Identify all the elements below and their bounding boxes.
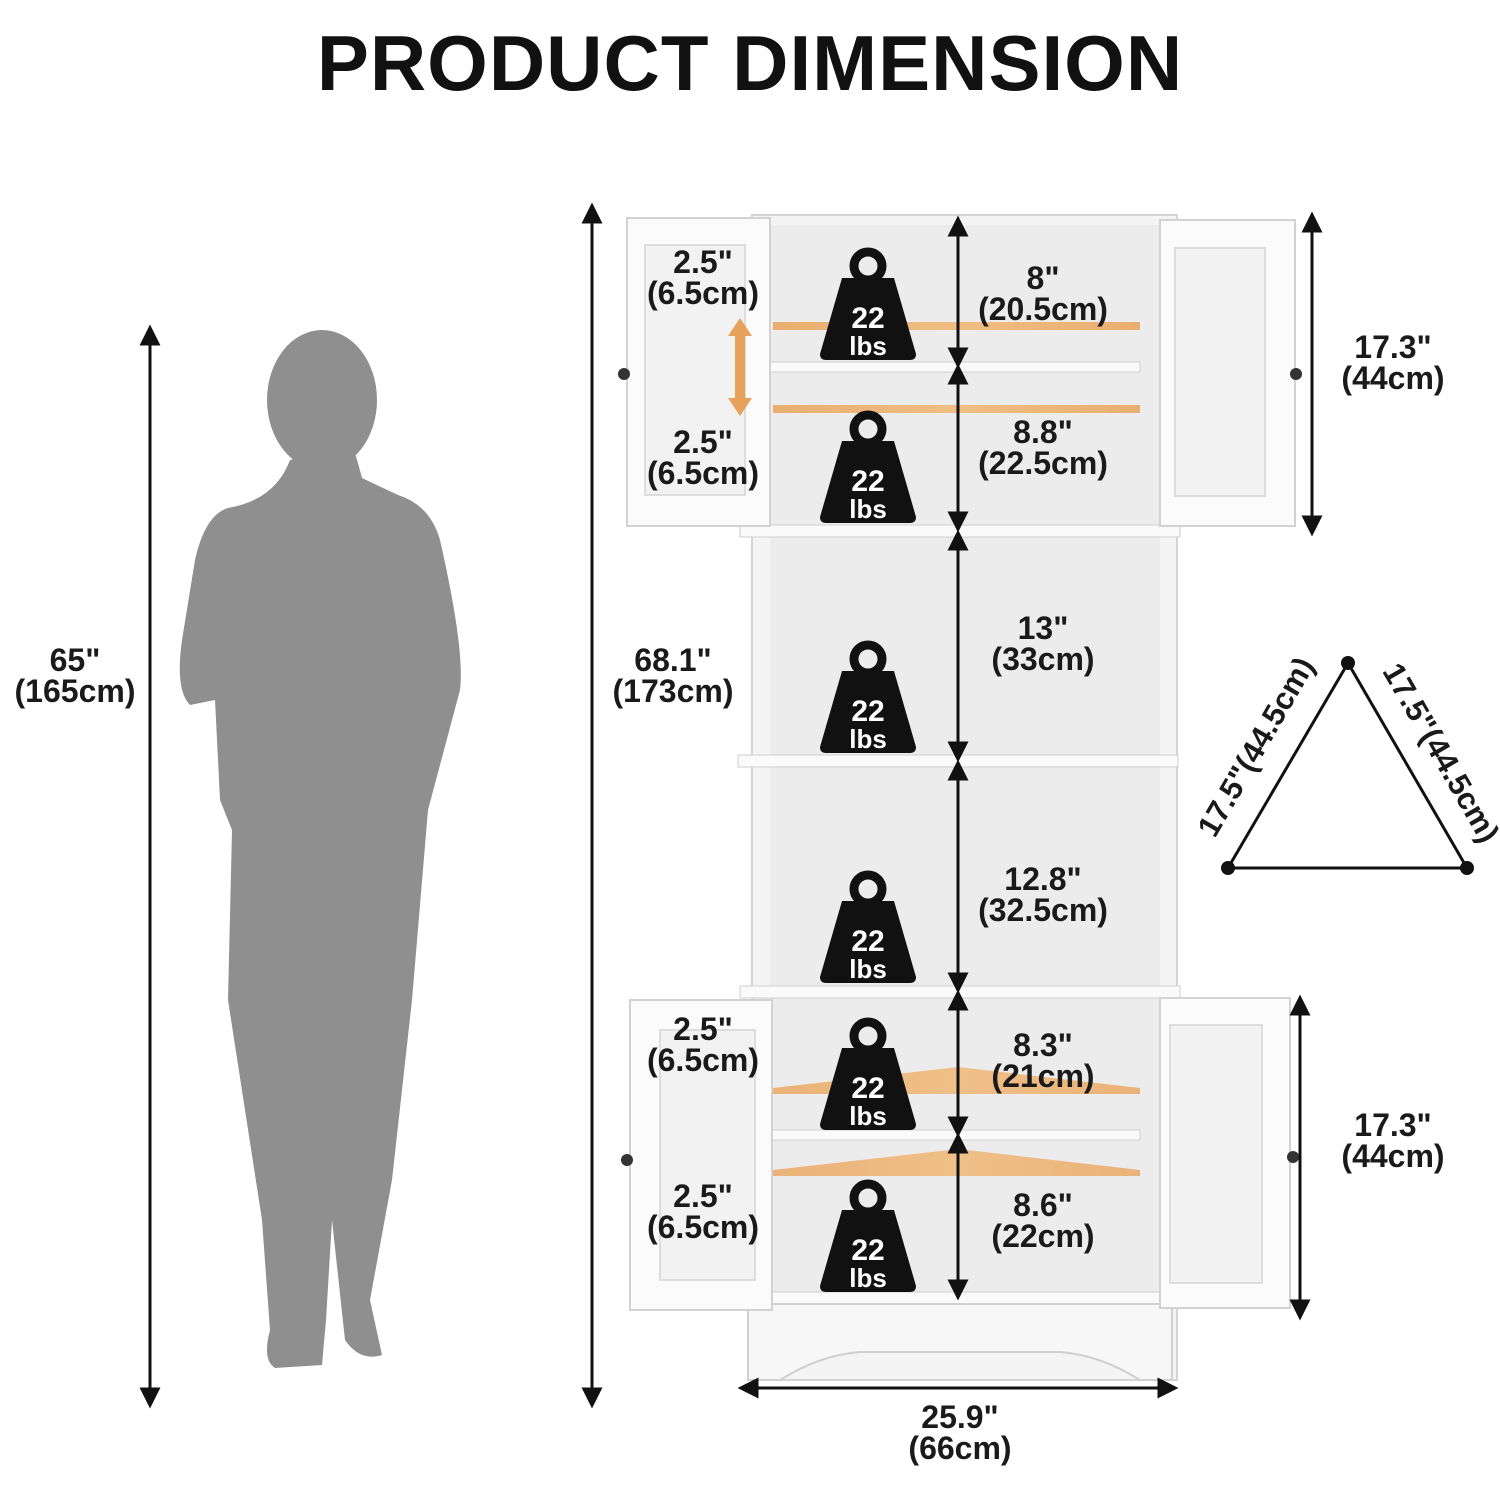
svg-text:22: 22 bbox=[851, 1072, 884, 1105]
weight-icon: 22 lbs bbox=[820, 252, 916, 361]
weight-icon: 22 lbs bbox=[820, 645, 916, 754]
person-height-label: 65"(165cm) bbox=[14, 642, 136, 709]
shelf-adjust-label: 2.5"(6.5cm) bbox=[646, 244, 760, 311]
lower-cabinet-height-label: 17.3"(44cm) bbox=[1341, 1107, 1445, 1174]
svg-text:22: 22 bbox=[851, 465, 884, 498]
svg-text:lbs: lbs bbox=[849, 1263, 887, 1293]
compartment-height-label: 8"(20.5cm) bbox=[978, 260, 1108, 327]
shelf-adjust-label: 2.5"(6.5cm) bbox=[646, 1011, 760, 1078]
upper-cabinet-height-label: 17.3"(44cm) bbox=[1341, 329, 1445, 396]
weight-icon: 22 lbs bbox=[820, 875, 916, 984]
svg-text:22: 22 bbox=[851, 1234, 884, 1267]
compartment-height-label: 8.3"(21cm) bbox=[991, 1027, 1095, 1094]
svg-text:22: 22 bbox=[851, 695, 884, 728]
width-label: 25.9"(66cm) bbox=[908, 1399, 1012, 1466]
cabinet-height-label: 68.1"(173cm) bbox=[612, 642, 734, 709]
shelf-adjust-label: 2.5"(6.5cm) bbox=[646, 424, 760, 491]
weight-icons: 22 lbs 22 lbs 22 lbs 22 lbs 22 lbs 22 lb… bbox=[820, 252, 916, 1293]
weight-icon: 22 lbs bbox=[820, 415, 916, 524]
compartment-height-label: 8.8"(22.5cm) bbox=[978, 414, 1108, 481]
page-title: PRODUCT DIMENSION bbox=[316, 19, 1184, 107]
svg-text:22: 22 bbox=[851, 925, 884, 958]
shelf-adjust-label: 2.5"(6.5cm) bbox=[646, 1178, 760, 1245]
weight-icon: 22 lbs bbox=[820, 1022, 916, 1131]
svg-text:lbs: lbs bbox=[849, 724, 887, 754]
svg-text:lbs: lbs bbox=[849, 954, 887, 984]
corner-footprint-triangle: 17.5"(44.5cm) 17.5"(44.5cm) bbox=[1191, 651, 1500, 875]
svg-text:lbs: lbs bbox=[849, 331, 887, 361]
svg-text:lbs: lbs bbox=[849, 1101, 887, 1131]
compartment-height-label: 13"(33cm) bbox=[991, 610, 1095, 677]
svg-text:22: 22 bbox=[851, 302, 884, 335]
person-silhouette bbox=[179, 330, 461, 1368]
weight-icon: 22 lbs bbox=[820, 1184, 916, 1293]
triangle-side-left: 17.5"(44.5cm) bbox=[1191, 651, 1322, 842]
svg-text:lbs: lbs bbox=[849, 494, 887, 524]
compartment-height-label: 12.8"(32.5cm) bbox=[978, 861, 1108, 928]
compartment-height-label: 8.6"(22cm) bbox=[991, 1187, 1095, 1254]
